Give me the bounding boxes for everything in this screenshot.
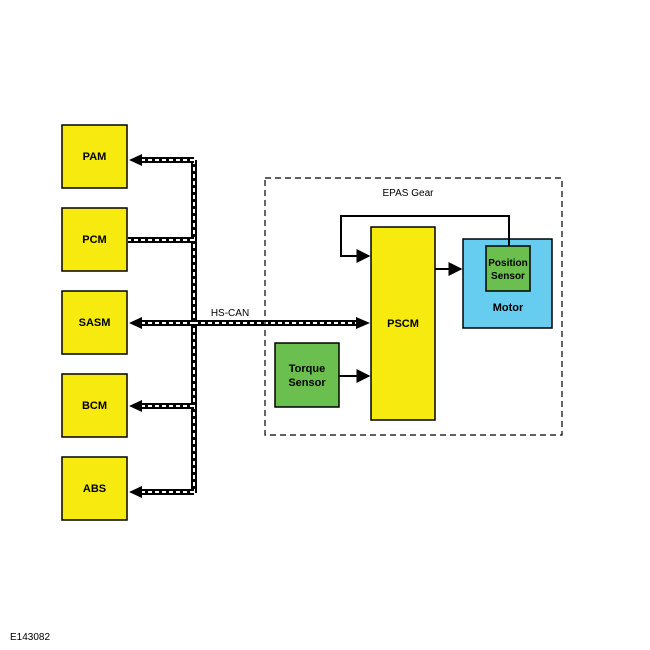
module-pcm-label: PCM bbox=[82, 234, 106, 246]
module-sasm: SASM bbox=[61, 290, 128, 355]
position-sensor-label-line2: Sensor bbox=[491, 271, 525, 282]
torque-sensor: Torque Sensor bbox=[274, 342, 340, 408]
epas-gear-boundary bbox=[264, 177, 563, 436]
hs-can-label: HS-CAN bbox=[211, 308, 249, 319]
module-pcm: PCM bbox=[61, 207, 128, 272]
position-sensor: Position Sensor bbox=[485, 245, 531, 292]
pscm-module: PSCM bbox=[370, 226, 436, 421]
module-pam-label: PAM bbox=[83, 151, 107, 163]
module-abs-label: ABS bbox=[83, 483, 106, 495]
motor-label: Motor bbox=[493, 302, 524, 314]
torque-sensor-label-line2: Sensor bbox=[288, 377, 326, 389]
position-sensor-label-line1: Position bbox=[488, 258, 527, 269]
position-feedback-line bbox=[340, 215, 510, 263]
module-abs: ABS bbox=[61, 456, 128, 521]
epas-gear-title: EPAS Gear bbox=[383, 188, 435, 199]
figure-reference: E143082 bbox=[10, 632, 50, 643]
module-pam: PAM bbox=[61, 124, 128, 189]
pscm-label: PSCM bbox=[387, 318, 419, 330]
module-sasm-label: SASM bbox=[79, 317, 111, 329]
hs-can-bus bbox=[128, 154, 370, 498]
torque-sensor-label-line1: Torque bbox=[289, 363, 325, 375]
module-bcm-label: BCM bbox=[82, 400, 107, 412]
module-bcm: BCM bbox=[61, 373, 128, 438]
